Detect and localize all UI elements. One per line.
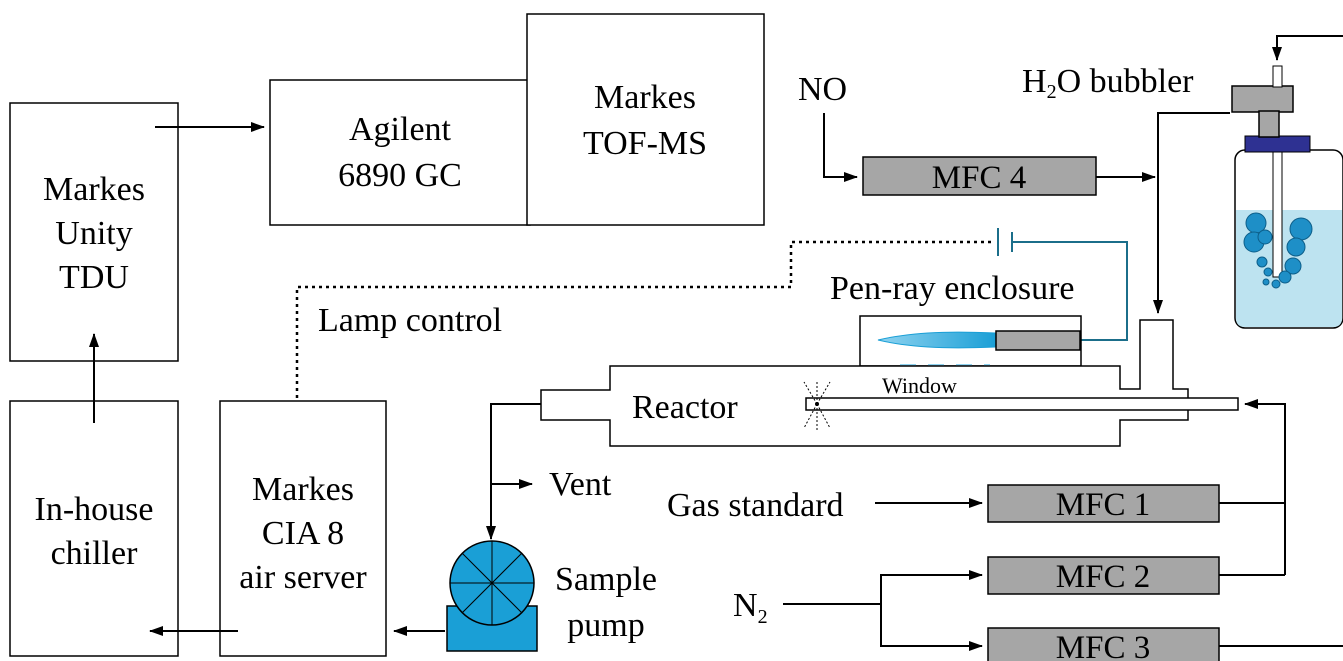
mfc4-box: MFC 4 (862, 156, 1097, 196)
lamp-control-label: Lamp control (318, 302, 502, 339)
vent-label: Vent (549, 466, 612, 503)
mfc1-label: MFC 1 (1056, 487, 1150, 523)
penray-enclosure-label: Pen-ray enclosure (830, 270, 1075, 307)
n2-to-mfc3-arrow (880, 604, 983, 651)
sample-pump-label-1: Sample (555, 561, 657, 598)
mfc2-box: MFC 2 (987, 556, 1220, 595)
chiller-label-2: chiller (51, 535, 139, 572)
chiller-label-1: In-house (35, 491, 154, 528)
tdu-label-1: Markes (43, 171, 145, 208)
reactor-to-pump-arrow (486, 403, 541, 540)
tofms-label-1: Markes (594, 79, 696, 116)
cia8-label-3: air server (239, 559, 367, 596)
gc-label-2: 6890 GC (338, 157, 462, 194)
bubbler-inlet-arrow (1272, 35, 1343, 61)
mfc3-label: MFC 3 (1056, 630, 1150, 661)
bubbler-to-reactor-arrow (1153, 112, 1230, 314)
reactor-label: Reactor (632, 389, 738, 426)
gc-box: Agilent 6890 GC (269, 79, 531, 226)
penray-enclosure (859, 315, 1082, 368)
sample-pump-icon (446, 540, 538, 652)
mfc-to-reactor-arrow (1244, 399, 1286, 575)
bubbler-label: H2O bubbler (1022, 63, 1194, 103)
cia8-box: Markes CIA 8 air server (219, 400, 387, 657)
h2o-bubbler (1231, 65, 1343, 329)
chiller-box: In-house chiller (9, 400, 179, 657)
lamp-control-line (295, 240, 995, 398)
cia8-label-2: CIA 8 (262, 515, 344, 552)
cia8-label-1: Markes (252, 471, 354, 508)
tdu-label-2: Unity (55, 215, 132, 252)
gc-label-1: Agilent (349, 111, 452, 148)
mfc1-box: MFC 1 (987, 484, 1220, 523)
n2-to-mfc2-arrow (880, 570, 983, 604)
tofms-label-2: TOF-MS (583, 125, 707, 162)
n2-label: N2 (733, 587, 768, 628)
reactor (540, 319, 1239, 447)
mfc2-label: MFC 2 (1056, 559, 1150, 595)
gas-standard-label: Gas standard (667, 487, 844, 524)
mfc4-label: MFC 4 (932, 160, 1026, 196)
no-to-mfc4-arrow (823, 113, 858, 182)
tofms-box: Markes TOF-MS (526, 13, 765, 226)
tdu-box: Markes Unity TDU (9, 102, 179, 362)
no-label: NO (798, 71, 847, 108)
lamp-power-symbol (997, 228, 1128, 341)
sample-pump-label-2: pump (567, 607, 644, 644)
window-label: Window (882, 373, 957, 398)
tdu-label-3: TDU (59, 259, 129, 296)
mfc3-box: MFC 3 (987, 627, 1220, 661)
